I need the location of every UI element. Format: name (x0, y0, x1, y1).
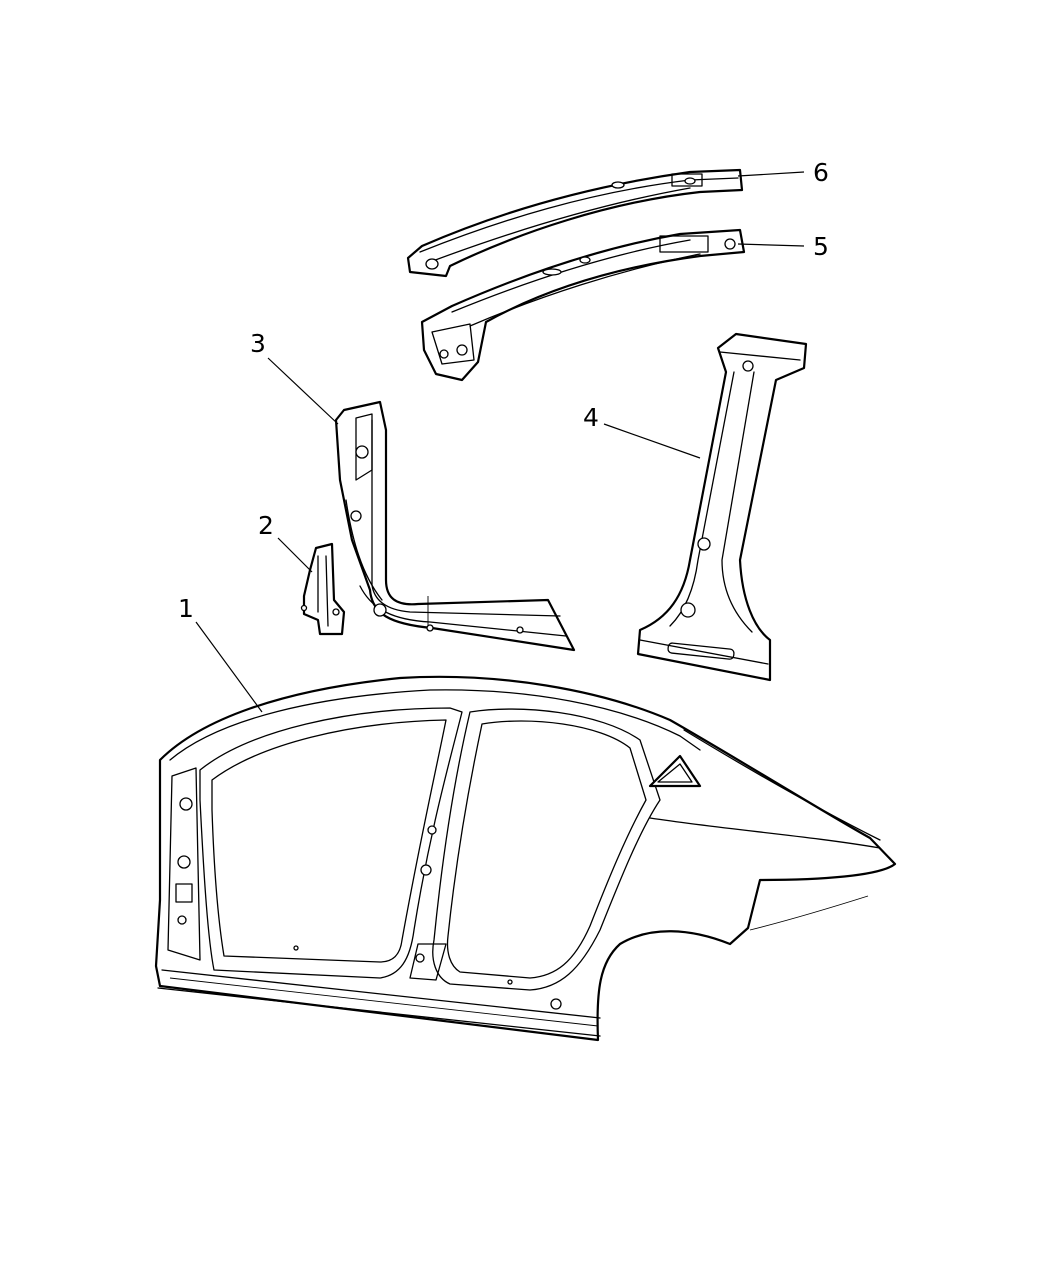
leader-line-5 (737, 243, 805, 247)
leader-line-6 (737, 171, 805, 177)
leader-line-3 (267, 357, 339, 425)
part-5-a-pillar-upper[interactable] (420, 228, 746, 382)
leader-line-1 (195, 621, 263, 713)
callout-4: 4 (583, 403, 599, 432)
callout-5: 5 (813, 232, 829, 261)
callout-labels: 1 2 3 4 5 6 (178, 158, 829, 623)
callout-6: 6 (813, 158, 829, 187)
part-6-roof-rail[interactable] (406, 168, 744, 278)
leader-line-2 (277, 537, 313, 573)
part-1-body-side-aperture[interactable] (154, 675, 897, 1042)
part-2-bracket[interactable] (300, 542, 346, 636)
part-4-b-pillar[interactable] (636, 332, 808, 682)
part-3-a-pillar-sill[interactable] (334, 400, 576, 652)
callout-1: 1 (178, 594, 194, 623)
callout-3: 3 (250, 329, 266, 358)
callout-2: 2 (258, 511, 274, 540)
leader-lines (195, 171, 805, 713)
leader-line-4 (603, 423, 701, 459)
